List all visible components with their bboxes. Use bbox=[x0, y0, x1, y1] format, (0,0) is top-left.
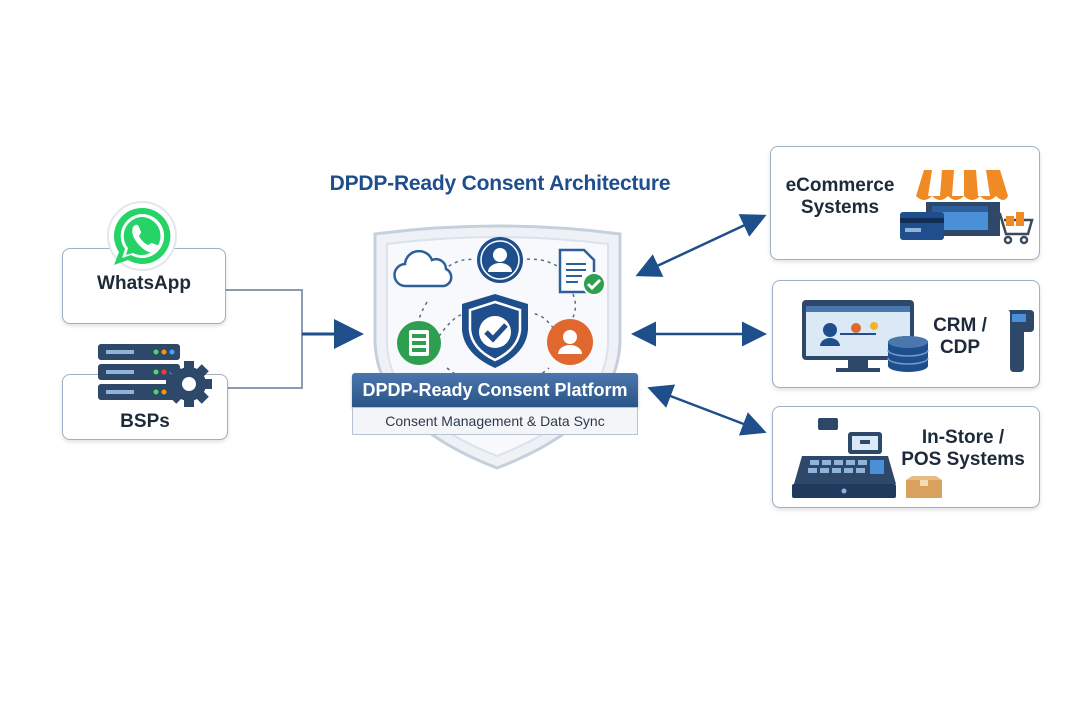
whatsapp-icon bbox=[107, 201, 177, 271]
pos-label: In-Store / POS Systems bbox=[889, 427, 1037, 471]
ecommerce-arrow bbox=[635, 214, 767, 277]
database-icon bbox=[397, 321, 441, 365]
barcode-scanner-icon bbox=[1008, 310, 1034, 372]
user-orange-icon bbox=[547, 319, 593, 365]
server-gear-icon bbox=[98, 344, 212, 407]
crm-label-line2: CDP bbox=[939, 337, 981, 358]
package-icon bbox=[906, 476, 942, 498]
pos-label-line1: In-Store / bbox=[921, 427, 1005, 448]
ecommerce-label-line2: Systems bbox=[800, 197, 880, 218]
cash-register-icon bbox=[792, 418, 896, 498]
ecommerce-label: eCommerce Systems bbox=[785, 175, 895, 219]
whatsapp-connector bbox=[226, 289, 303, 389]
crm-label: CRM / CDP bbox=[925, 315, 995, 359]
platform-title: DPDP-Ready Consent Platform bbox=[352, 373, 638, 407]
platform-subtitle: Consent Management & Data Sync bbox=[352, 407, 638, 435]
shield-check-icon bbox=[462, 294, 528, 368]
document-check-icon bbox=[558, 248, 606, 296]
crm-label-line1: CRM / bbox=[933, 315, 987, 336]
user-icon bbox=[477, 237, 523, 283]
cloud-icon bbox=[393, 250, 453, 288]
ecommerce-label-line1: eCommerce bbox=[785, 175, 895, 196]
diagram-title: DPDP-Ready Consent Architecture bbox=[329, 172, 671, 195]
whatsapp-label: WhatsApp bbox=[97, 273, 191, 294]
monitor-icon bbox=[802, 300, 929, 372]
pos-label-line2: POS Systems bbox=[901, 449, 1025, 470]
storefront-icon bbox=[900, 170, 1034, 245]
pos-arrow bbox=[647, 384, 767, 436]
bsps-label: BSPs bbox=[120, 411, 170, 432]
